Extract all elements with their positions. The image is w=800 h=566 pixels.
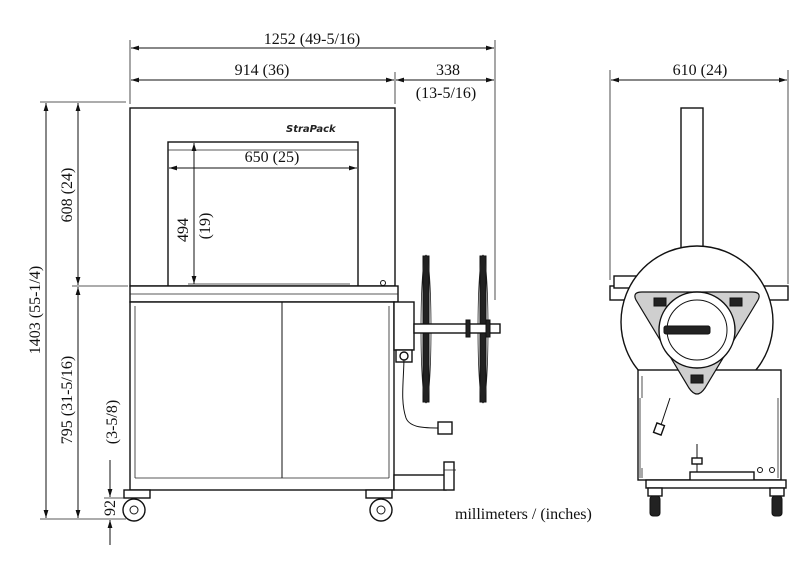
arch-inner-width-label: 650 (25) [245,149,300,166]
front-dimensions: 1252 (49-5/16) 914 (36) 338 (13-5/16) 65… [27,31,496,545]
main-width-label: 914 (36) [235,62,290,79]
tension-lever [402,355,441,429]
caster-right [365,489,393,522]
extension-width-inch-label: (13-5/16) [416,85,476,102]
cabinet [129,301,395,491]
brand-logo: StraPack [286,124,337,135]
table-height-label: 795 (31-5/16) [59,356,76,444]
caster-height-inch-label: (3-5/8) [104,400,121,444]
side-view [609,107,789,517]
total-height-label: 1403 (55-1/4) [27,266,44,354]
reel-shaft [413,323,501,334]
side-dimensions: 610 (24) [609,62,789,284]
front-view: StraPack [122,107,501,522]
caster-left [122,489,151,522]
arch-inner-height-in-label: (19) [197,213,214,240]
reel-mount [393,301,415,351]
side-width-label: 610 (24) [673,62,728,79]
extension-base [393,474,447,491]
extension-width-label: 338 [436,62,460,79]
units-note: millimeters / (inches) [455,506,592,523]
caster-height-mm-label: 92 [102,500,119,516]
arch-height-label: 608 (24) [59,168,76,223]
arch-inner-height-mm-label: 494 [175,218,192,242]
side-caster-left [647,487,663,517]
side-caster-right [769,487,785,517]
overall-width-label: 1252 (49-5/16) [264,31,360,48]
